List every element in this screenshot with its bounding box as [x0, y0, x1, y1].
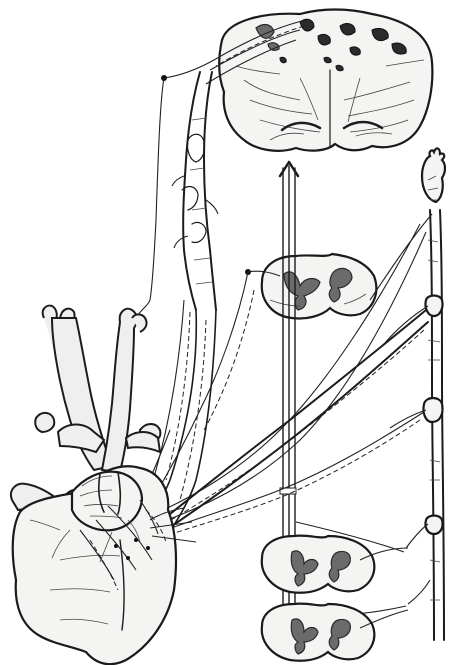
medulla-oblongata	[161, 10, 432, 151]
spinal-cord-section-lower-1	[262, 536, 408, 593]
spinal-cord-section-lower-2	[262, 604, 408, 661]
sympathetic-trunk	[370, 148, 445, 640]
spinal-cord-section-upper	[245, 254, 376, 319]
